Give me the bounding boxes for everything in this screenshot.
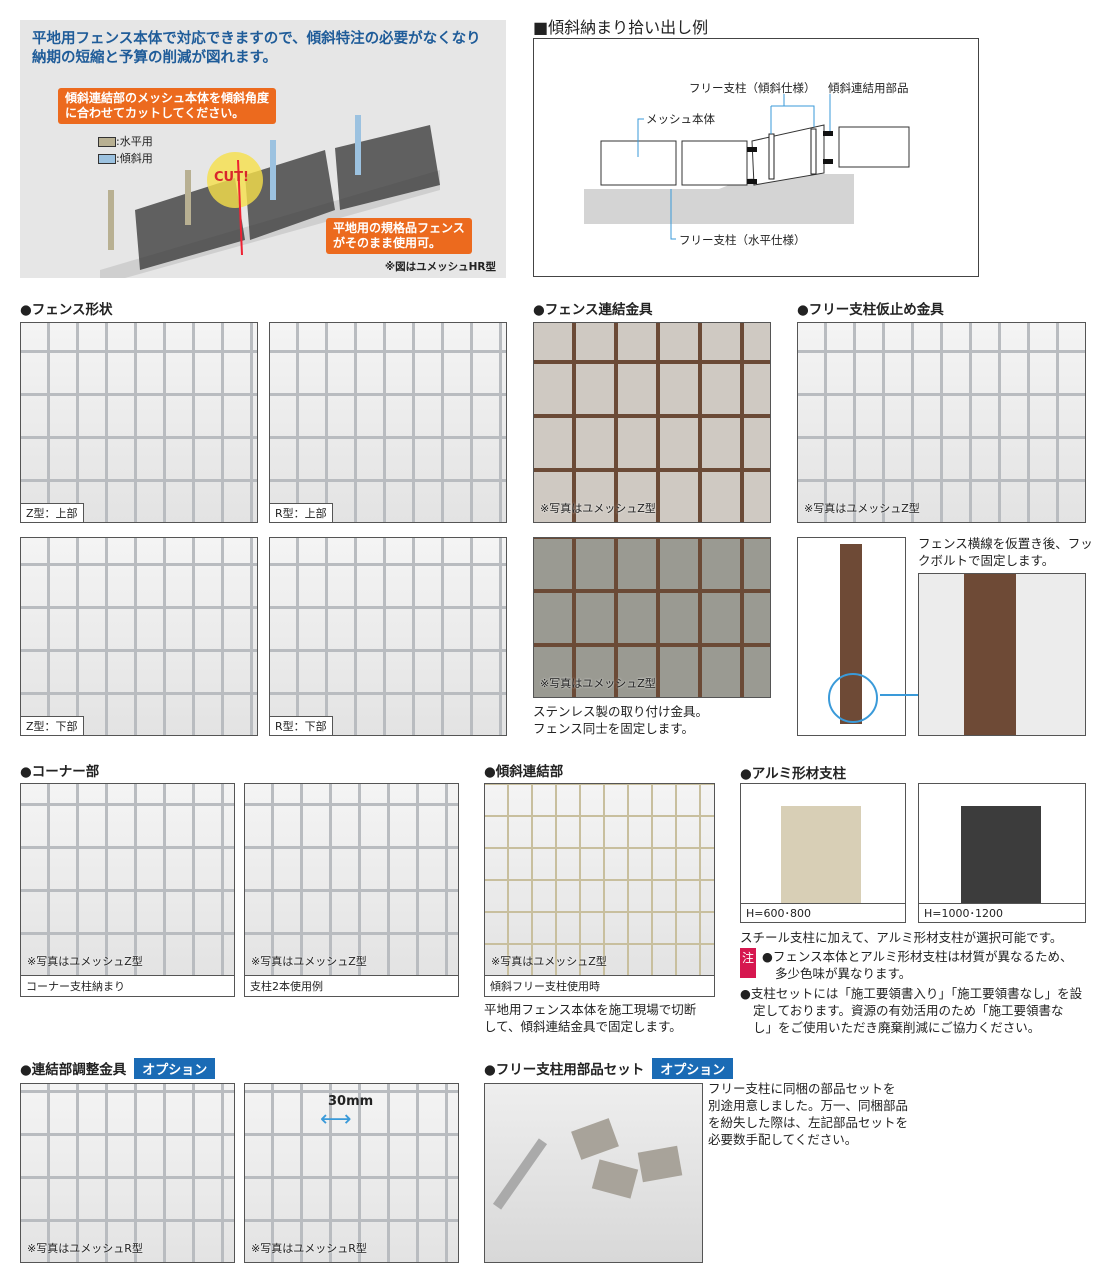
fence-shape-title: ●フェンス形状 bbox=[20, 302, 113, 318]
photo-corner-1: ※写真はユメッシュZ型 bbox=[20, 783, 235, 976]
legend: :水平用 :傾斜用 bbox=[98, 133, 153, 167]
slope-joint-desc: 平地用フェンス本体を施工現場で切断して、傾斜連結金具で固定します。 bbox=[484, 1002, 697, 1034]
label-free-post-horizontal: フリー支柱（水平仕様） bbox=[679, 233, 806, 247]
photo-coupler-top: ※写真はユメッシュZ型 bbox=[533, 322, 771, 523]
photo-adjust-2: ※写真はユメッシュR型 bbox=[244, 1083, 459, 1263]
photo-z-top: Z型：上部 bbox=[20, 322, 258, 523]
cut-label: CUT! bbox=[214, 170, 249, 185]
fence-coupler-title: ●フェンス連結金具 bbox=[533, 302, 653, 318]
option-badge: オプション bbox=[652, 1058, 734, 1079]
photo-parts-set bbox=[484, 1083, 703, 1263]
photo-corner-2: ※写真はユメッシュZ型 bbox=[244, 783, 459, 976]
note-badge: 注 bbox=[740, 948, 757, 978]
photo-aluminum-black: H=1000･1200 bbox=[918, 783, 1086, 923]
free-post-clip-title: ●フリー支柱仮止め金具 bbox=[797, 302, 944, 318]
headline: 平地用フェンス本体で対応できますので、傾斜特注の必要がなくなり 納期の短縮と予算… bbox=[32, 31, 481, 66]
slope-example-diagram: メッシュ本体 フリー支柱（傾斜仕様） 傾斜連結用部品 フリー支柱（水平仕様） bbox=[533, 38, 979, 277]
photo-adjust-1: ※写真はユメッシュR型 bbox=[20, 1083, 235, 1263]
callout-line bbox=[880, 694, 918, 696]
photo-clip-detail bbox=[918, 573, 1086, 736]
dimension-label: 30mm bbox=[328, 1094, 374, 1109]
option-badge: オプション bbox=[134, 1058, 216, 1079]
corner-caption-1: コーナー支柱納まり bbox=[20, 976, 235, 997]
photo-coupler-detail: ※写真はユメッシュZ型 bbox=[533, 537, 771, 698]
aluminum-note-2: ●支柱セットには「施工要領書入り」「施工要領書なし」を設定しております。資源の有… bbox=[740, 986, 1083, 1035]
photo-clip-post bbox=[797, 537, 906, 736]
photo-r-bottom: R型：下部 bbox=[269, 537, 507, 736]
slope-example-title: ■傾斜納まり拾い出し例 bbox=[533, 18, 709, 37]
aluminum-desc: スチール支柱に加えて、アルミ形材支柱が選択可能です。 bbox=[740, 930, 1063, 945]
label-mesh: メッシュ本体 bbox=[646, 112, 715, 126]
slope-joint-title: ●傾斜連結部 bbox=[484, 764, 564, 780]
aluminum-post-title: ●アルミ形材支柱 bbox=[740, 766, 847, 782]
callout-cut: 傾斜連結部のメッシュ本体を傾斜角度に合わせてカットしてください。 bbox=[58, 88, 276, 124]
slope-fence-illustration bbox=[100, 115, 440, 278]
photo-clip-fence: ※写真はユメッシュZ型 bbox=[797, 322, 1086, 523]
parts-set-desc: フリー支柱に同梱の部品セットを別途用意しました。万一、同梱部品を紛失した際は、左… bbox=[708, 1081, 909, 1147]
label-slope-parts: 傾斜連結用部品 bbox=[828, 81, 909, 95]
photo-r-top: R型：上部 bbox=[269, 322, 507, 523]
photo-slope-joint: ※写真はユメッシュZ型 bbox=[484, 783, 715, 976]
slope-feature-panel: 平地用フェンス本体で対応できますので、傾斜特注の必要がなくなり 納期の短縮と予算… bbox=[20, 20, 506, 278]
legend-swatch-slope bbox=[98, 154, 116, 164]
corner-title: ●コーナー部 bbox=[20, 764, 100, 780]
slope-diagram-drawing bbox=[584, 94, 910, 240]
callout-standard: 平地用の規格品フェンスがそのまま使用可。 bbox=[326, 218, 472, 254]
photo-aluminum-beige: H=600･800 bbox=[740, 783, 906, 923]
corner-caption-2: 支柱2本使用例 bbox=[244, 976, 459, 997]
dimension-arrow-icon: ⟷ bbox=[320, 1107, 352, 1132]
fence-coupler-desc: ステンレス製の取り付け金具。フェンス同士を固定します。 bbox=[533, 704, 709, 736]
photo-z-bottom: Z型：下部 bbox=[20, 537, 258, 736]
slope-joint-caption: 傾斜フリー支柱使用時 bbox=[484, 976, 715, 997]
free-post-clip-desc: フェンス横線を仮置き後、フックボルトで固定します。 bbox=[918, 536, 1093, 568]
adjust-fitting-title: ●連結部調整金具オプション bbox=[20, 1058, 216, 1079]
label-free-post-slope: フリー支柱（傾斜仕様） bbox=[689, 81, 816, 95]
aluminum-note-1: ●フェンス本体とアルミ形材支柱は材質が異なるため、多少色味が異なります。 bbox=[762, 949, 1073, 981]
legend-swatch-horizontal bbox=[98, 137, 116, 147]
illustration-note: ※図はユメッシュHR型 bbox=[384, 261, 496, 273]
parts-set-title: ●フリー支柱用部品セットオプション bbox=[484, 1058, 734, 1079]
